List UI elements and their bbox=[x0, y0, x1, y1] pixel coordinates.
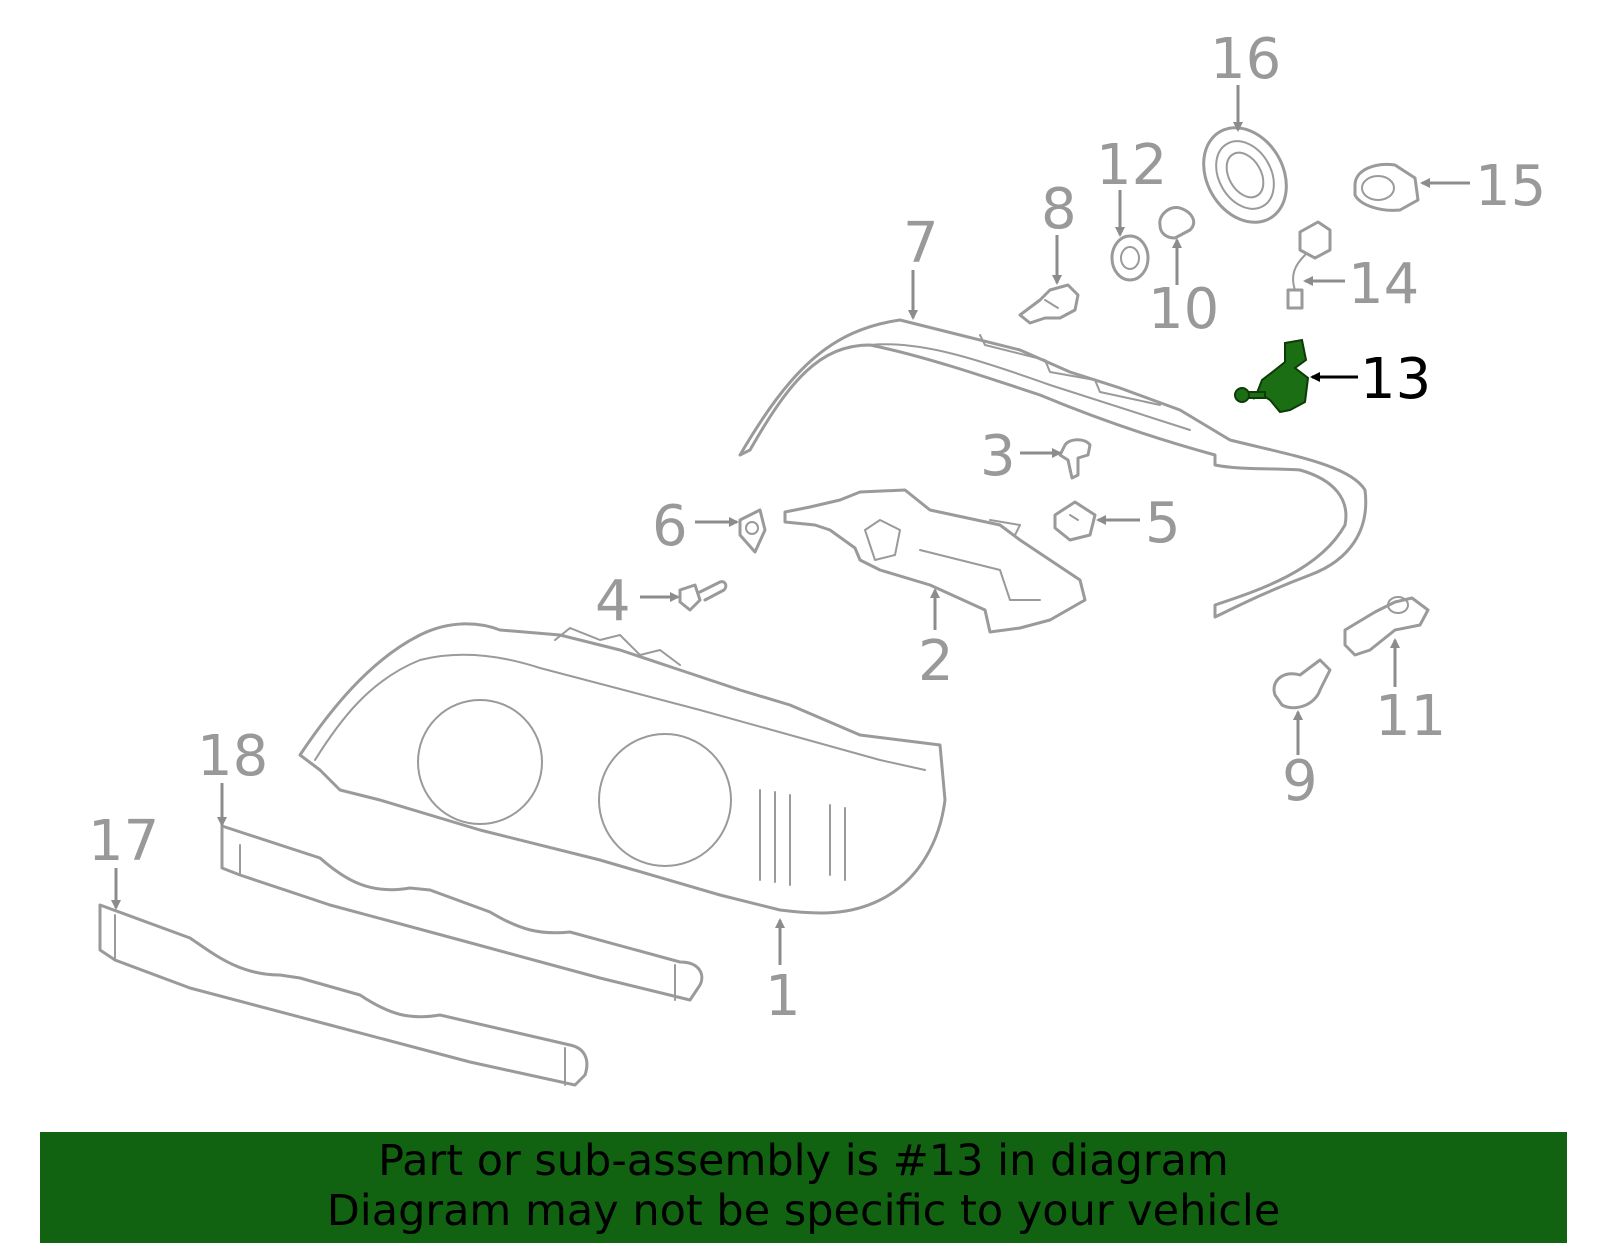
part-16-socket-ring bbox=[1202, 126, 1288, 224]
part-4-screw bbox=[678, 580, 728, 612]
callout-14: 14 bbox=[1348, 252, 1419, 317]
callout-11: 11 bbox=[1375, 684, 1446, 749]
part-12-ring bbox=[1110, 234, 1150, 282]
callout-7: 7 bbox=[903, 211, 939, 276]
callout-labels: 1 2 3 4 5 6 7 8 9 10 11 12 13 14 15 16 1… bbox=[88, 27, 1546, 1029]
callout-12: 12 bbox=[1096, 133, 1167, 198]
part-14-harness bbox=[1286, 220, 1332, 310]
callout-3: 3 bbox=[980, 424, 1016, 489]
callout-16: 16 bbox=[1210, 27, 1281, 92]
callout-9: 9 bbox=[1282, 749, 1318, 814]
callout-8: 8 bbox=[1041, 177, 1077, 242]
callout-2: 2 bbox=[918, 629, 954, 694]
leader-arrows bbox=[111, 85, 1470, 965]
callout-17: 17 bbox=[88, 809, 159, 874]
callout-1: 1 bbox=[765, 964, 801, 1029]
part-13-highlighted bbox=[1234, 338, 1310, 414]
notice-line-disclaimer: Diagram may not be specific to your vehi… bbox=[326, 1186, 1281, 1236]
part-18-trim-strip bbox=[220, 824, 704, 1002]
callout-4: 4 bbox=[595, 569, 631, 634]
part-11-socket bbox=[1343, 596, 1430, 657]
part-7-gasket bbox=[738, 318, 1368, 619]
callout-15: 15 bbox=[1475, 154, 1546, 219]
part-3-screw bbox=[1058, 438, 1092, 480]
part-9-bulb bbox=[1272, 658, 1332, 710]
part-6-clip bbox=[738, 508, 767, 554]
part-1-headlight-housing bbox=[298, 622, 947, 915]
callout-5: 5 bbox=[1145, 491, 1181, 556]
part-17-trim-strip bbox=[98, 903, 589, 1087]
callout-18: 18 bbox=[197, 724, 268, 789]
part-10-bulb bbox=[1158, 205, 1196, 240]
notice-banner: Part or sub-assembly is #13 in diagram D… bbox=[40, 1132, 1567, 1243]
callout-10: 10 bbox=[1148, 277, 1219, 342]
callout-6: 6 bbox=[652, 494, 688, 559]
part-5-nut bbox=[1053, 500, 1097, 542]
part-2-bracket bbox=[783, 488, 1087, 634]
callout-13: 13 bbox=[1360, 347, 1431, 412]
part-15-socket bbox=[1353, 162, 1420, 212]
part-8-bulb bbox=[1018, 283, 1080, 325]
notice-line-part: Part or sub-assembly is #13 in diagram bbox=[378, 1136, 1229, 1186]
